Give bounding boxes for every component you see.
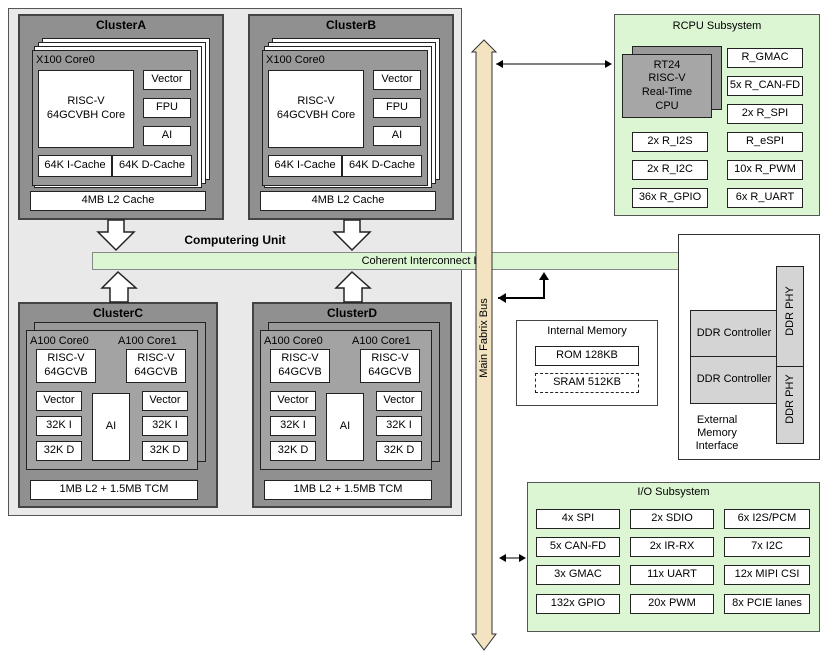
cluster-a-riscv-core: RISC-V 64GCVBH Core — [38, 70, 134, 148]
io-item-gpio: 132x GPIO — [536, 594, 620, 614]
rcpu-title: RCPU Subsystem — [672, 20, 762, 32]
cluster-d-core1-riscv: RISC-V 64GCVB — [360, 349, 420, 383]
cluster-d-core0-riscv: RISC-V 64GCVB — [270, 349, 330, 383]
rcpu-item-spi: 2x R_SPI — [727, 104, 803, 124]
io-item-gmac: 3x GMAC — [536, 565, 620, 585]
arrow-cluster-c-to-bus — [100, 270, 138, 303]
io-item-i2s-pcm: 6x I2S/PCM — [724, 509, 810, 529]
cluster-b-riscv-core: RISC-V 64GCVBH Core — [268, 70, 364, 148]
cluster-b-vector: Vector — [373, 70, 421, 90]
rcpu-item-espi: R_eSPI — [727, 132, 803, 152]
cluster-b-title: ClusterB — [325, 18, 376, 32]
cluster-c-core0-title: A100 Core0 — [30, 335, 89, 347]
cluster-d-core0-vector: Vector — [270, 391, 316, 411]
rcpu-item-i2c: 2x R_I2C — [632, 160, 708, 180]
cluster-d-core0-title: A100 Core0 — [264, 335, 323, 347]
cluster-d-core0-icache: 32K I — [270, 416, 316, 436]
cluster-d-core1-dcache: 32K D — [376, 441, 422, 461]
cluster-a-fpu: FPU — [143, 98, 191, 118]
sram: SRAM 512KB — [535, 373, 639, 393]
ddr-phy-2-label: DDR PHY — [784, 374, 796, 424]
link-arrowhead-left — [498, 293, 506, 303]
rom: ROM 128KB — [535, 346, 639, 366]
cluster-a-icache: 64K I-Cache — [38, 155, 112, 177]
main-fabric-bus-label: Main Fabrix Bus — [478, 298, 490, 378]
io-item-sdio: 2x SDIO — [630, 509, 714, 529]
cluster-d-ai: AI — [326, 393, 364, 461]
cluster-c-core0-dcache: 32K D — [36, 441, 82, 461]
rcpu-item-can-fd: 5x R_CAN-FD — [727, 76, 803, 96]
cluster-a-l2-cache: 4MB L2 Cache — [30, 191, 206, 211]
cluster-a-title: ClusterA — [95, 18, 146, 32]
io-item-pcie: 8x PCIE lanes — [724, 594, 810, 614]
io-item-uart: 11x UART — [630, 565, 714, 585]
rcpu-item-i2s: 2x R_I2S — [632, 132, 708, 152]
rcpu-item-uart: 6x R_UART — [727, 188, 803, 208]
cluster-c-l2-tcm: 1MB L2 + 1.5MB TCM — [30, 480, 198, 500]
cluster-d-core0-dcache: 32K D — [270, 441, 316, 461]
cluster-c-core1-vector: Vector — [142, 391, 188, 411]
io-title: I/O Subsystem — [637, 486, 710, 498]
cluster-b-fpu: FPU — [373, 98, 421, 118]
cluster-b-icache: 64K I-Cache — [268, 155, 342, 177]
link-rcpu-head-left — [496, 60, 503, 68]
cluster-d-core1-vector: Vector — [376, 391, 422, 411]
cluster-c-core1-title: A100 Core1 — [118, 335, 177, 347]
rcpu-item-gpio: 36x R_GPIO — [632, 188, 708, 208]
computing-unit-title: Computering Unit — [184, 233, 286, 247]
arrow-cluster-b-to-bus — [332, 219, 372, 252]
main-fabric-bus-shape — [470, 39, 498, 651]
cluster-d-core1-icache: 32K I — [376, 416, 422, 436]
cluster-a-core-title: X100 Core0 — [36, 54, 95, 66]
cluster-c-core1-dcache: 32K D — [142, 441, 188, 461]
ddr-controller-1: DDR Controller — [690, 310, 778, 358]
cluster-d-core1-title: A100 Core1 — [352, 335, 411, 347]
io-item-mipi-csi: 12x MIPI CSI — [724, 565, 810, 585]
cluster-c-title: ClusterC — [92, 306, 143, 320]
ddr-phy-2 — [776, 366, 804, 444]
cluster-a-vector: Vector — [143, 70, 191, 90]
link-io-head-right — [519, 554, 526, 562]
io-item-can-fd: 5x CAN-FD — [536, 537, 620, 557]
link-io-head-left — [499, 554, 506, 562]
io-item-pwm: 20x PWM — [630, 594, 714, 614]
link-main-bus-coherent-bus — [498, 278, 545, 299]
cluster-b-ai: AI — [373, 126, 421, 146]
external-memory-label: External Memory Interface — [695, 414, 739, 453]
rcpu-item-gmac: R_GMAC — [727, 48, 803, 68]
cluster-a-ai: AI — [143, 126, 191, 146]
ddr-phy-1-label: DDR PHY — [784, 286, 796, 336]
cluster-b-dcache: 64K D-Cache — [342, 155, 422, 177]
cluster-c-ai: AI — [92, 393, 130, 461]
rcpu-item-pwm: 10x R_PWM — [727, 160, 803, 180]
io-item-ir-rx: 2x IR-RX — [630, 537, 714, 557]
io-item-spi: 4x SPI — [536, 509, 620, 529]
link-rcpu-head-right — [605, 60, 612, 68]
cluster-c-core1-riscv: RISC-V 64GCVB — [126, 349, 186, 383]
cluster-a-dcache: 64K D-Cache — [112, 155, 192, 177]
arrow-cluster-a-to-bus — [96, 219, 136, 252]
cluster-d-l2-tcm: 1MB L2 + 1.5MB TCM — [264, 480, 432, 500]
ddr-controller-2: DDR Controller — [690, 356, 778, 404]
cluster-c-core0-vector: Vector — [36, 391, 82, 411]
cluster-c-core1-icache: 32K I — [142, 416, 188, 436]
arrow-cluster-d-to-bus — [334, 270, 372, 303]
cluster-d-title: ClusterD — [326, 306, 377, 320]
coherent-interconnect-bus: Coherent Interconnect Bus — [92, 252, 762, 270]
cluster-c-core0-icache: 32K I — [36, 416, 82, 436]
rcpu-cpu: RT24 RISC-V Real-Time CPU — [622, 54, 712, 118]
cluster-c-core0-riscv: RISC-V 64GCVB — [36, 349, 96, 383]
io-item-i2c: 7x I2C — [724, 537, 810, 557]
cluster-b-l2-cache: 4MB L2 Cache — [260, 191, 436, 211]
internal-memory-title: Internal Memory — [547, 325, 627, 337]
link-arrowhead-up — [539, 272, 549, 280]
cluster-b-core-title: X100 Core0 — [266, 54, 325, 66]
